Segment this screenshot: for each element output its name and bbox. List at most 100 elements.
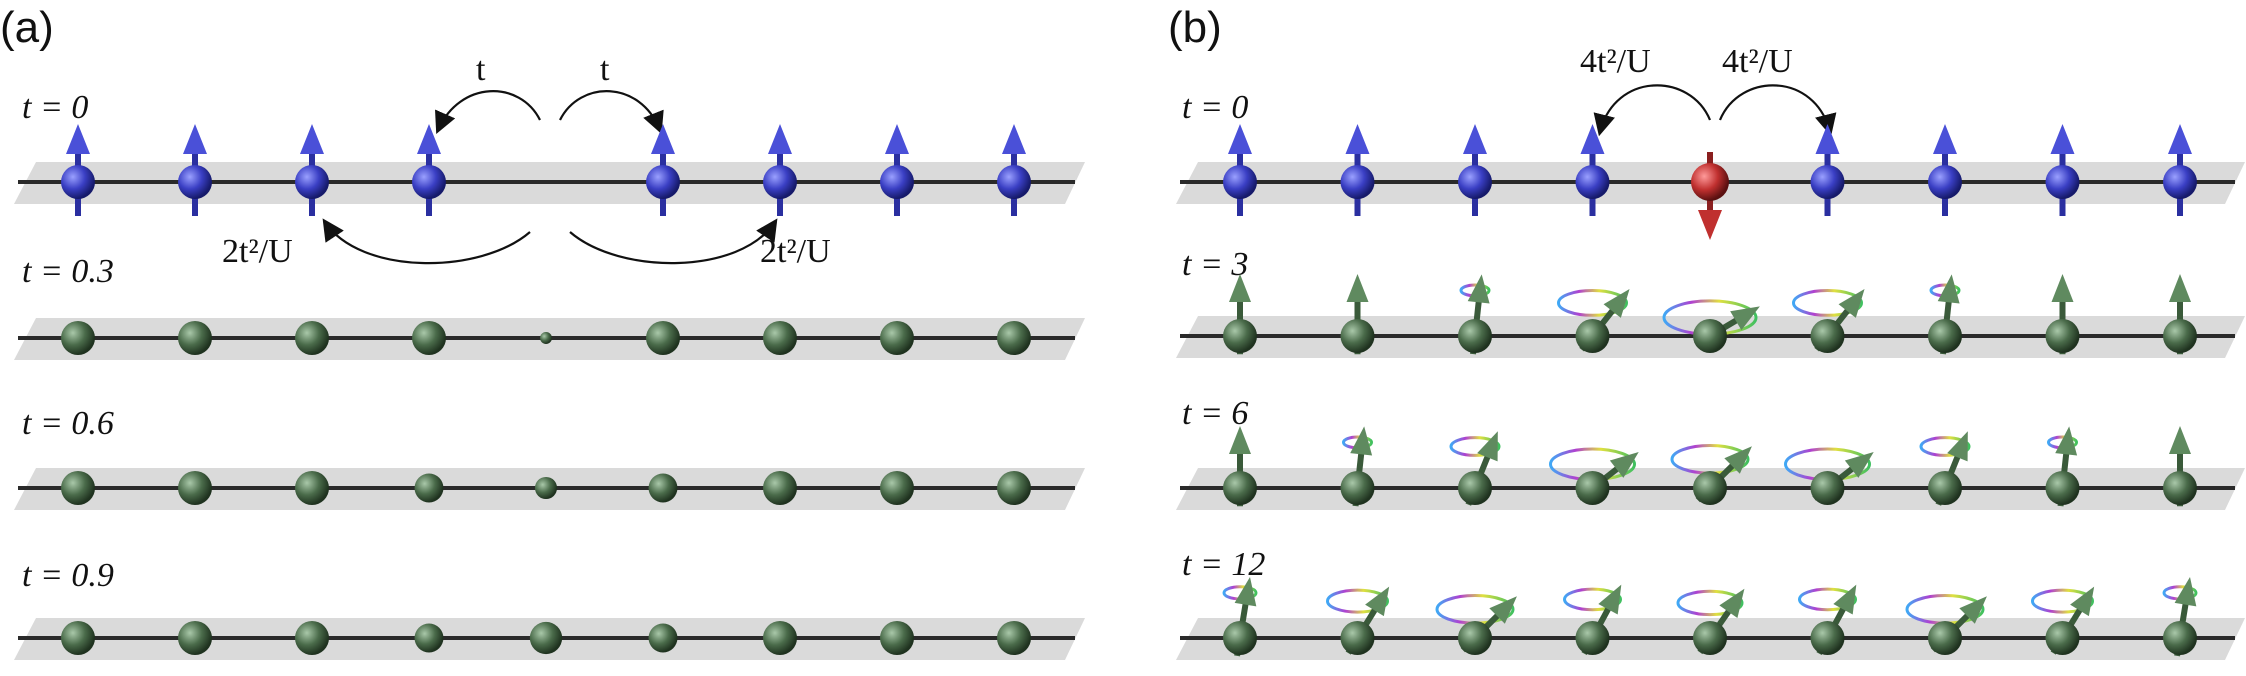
site-b-2-7-sphere <box>2045 471 2080 505</box>
site-b-3-0-sphere <box>1223 621 1257 655</box>
site-a-1-4 <box>540 332 552 344</box>
site-b-2-8-sphere <box>2163 471 2197 505</box>
site-a-0-0-sphere <box>61 165 95 199</box>
site-b-1-7-head <box>2051 274 2074 302</box>
site-b-1-1-head <box>1346 274 1369 302</box>
exchange-arrow-a-right <box>569 218 778 265</box>
site-b-3-7-head <box>2070 586 2095 617</box>
site-b-0-5-sphere <box>1810 165 1845 199</box>
site-b-3-7-sphere <box>2045 621 2080 655</box>
site-b-3-3-head <box>1598 584 1622 615</box>
time-label-a-3: t = 0.9 <box>22 557 114 594</box>
site-a-0-8-sphere <box>997 165 1031 199</box>
site-a-3-3 <box>414 623 444 653</box>
exchange-label-b-left: 4t²/U <box>1580 43 1651 80</box>
site-a-2-8 <box>997 471 1031 505</box>
site-a-0-1-sphere <box>178 165 212 199</box>
site-a-3-6 <box>763 621 797 655</box>
panel-label-a: (a) <box>0 3 54 52</box>
site-b-3-2-head <box>1489 596 1517 624</box>
site-a-2-6 <box>763 471 797 505</box>
site-a-0-1-head <box>183 124 207 154</box>
site-b-3-1-head <box>1365 586 1390 617</box>
site-b-3-4-head <box>1719 588 1745 618</box>
site-b-2-5-sphere <box>1810 471 1845 505</box>
site-b-0-2-sphere <box>1458 165 1492 199</box>
site-b-2-0-head <box>1229 426 1251 454</box>
time-label-b-3: t = 12 <box>1182 546 1265 583</box>
time-label-b-0: t = 0 <box>1182 89 1248 126</box>
site-b-0-4-sphere <box>1691 163 1729 201</box>
time-label-b-2: t = 6 <box>1182 395 1248 432</box>
site-b-0-6-head <box>1933 124 1957 154</box>
site-a-1-7 <box>880 321 914 355</box>
site-b-3-2-sphere <box>1458 621 1492 655</box>
site-b-2-4-head <box>1724 446 1752 474</box>
site-b-2-4-sphere <box>1693 471 1727 505</box>
site-b-1-3-head <box>1603 289 1630 318</box>
site-b-3-6-head <box>1959 596 1987 624</box>
site-a-1-3 <box>412 321 446 355</box>
site-a-1-5 <box>646 321 680 355</box>
site-b-1-5-ring <box>1792 289 1863 317</box>
site-b-3-8-sphere <box>2163 621 2197 655</box>
site-a-2-3 <box>414 473 444 503</box>
site-b-1-1-sphere <box>1340 319 1375 353</box>
site-a-0-2-head <box>300 124 324 154</box>
site-a-3-2 <box>295 621 329 655</box>
site-b-3-3-ring <box>1563 587 1622 612</box>
site-b-3-1-sphere <box>1340 621 1375 655</box>
time-label-a-1: t = 0.3 <box>22 253 114 290</box>
site-b-1-0-head <box>1229 274 1251 302</box>
site-b-1-8-sphere <box>2163 319 2197 353</box>
site-b-2-2-sphere <box>1458 471 1492 505</box>
panel-label-b: (b) <box>1168 3 1222 52</box>
site-a-2-5 <box>648 473 678 503</box>
site-b-2-3-sphere <box>1575 471 1610 505</box>
site-b-0-1-head <box>1345 124 1370 154</box>
site-a-1-1 <box>178 321 212 355</box>
site-b-2-7-head <box>2055 426 2078 456</box>
site-a-3-0 <box>61 621 95 655</box>
site-b-1-3-sphere <box>1575 319 1610 353</box>
site-b-2-2-ring <box>1449 436 1501 457</box>
site-b-3-5-head <box>1833 584 1857 615</box>
site-a-0-7-head <box>885 124 909 154</box>
site-b-0-3-head <box>1580 124 1605 154</box>
site-a-2-0 <box>61 471 95 505</box>
hop-arrow-left <box>435 90 541 135</box>
site-b-2-1-head <box>1350 426 1373 456</box>
site-b-0-0-head <box>1228 124 1252 154</box>
site-b-2-8-head <box>2169 426 2191 454</box>
exchange-label-b-right: 4t²/U <box>1722 43 1793 80</box>
site-b-0-5-head <box>1815 124 1840 154</box>
site-a-3-5 <box>648 623 678 653</box>
site-b-0-2-head <box>1463 124 1487 154</box>
site-a-0-0-head <box>66 124 90 154</box>
site-a-1-6 <box>763 321 797 355</box>
site-a-1-8 <box>997 321 1031 355</box>
site-a-2-7 <box>880 471 914 505</box>
site-b-0-7-sphere <box>2045 165 2080 199</box>
site-b-0-4-head <box>1698 210 1722 240</box>
exchange-label-a-right: 2t²/U <box>760 233 831 270</box>
site-b-2-1-sphere <box>1340 471 1375 505</box>
site-b-1-5-sphere <box>1810 319 1845 353</box>
site-b-0-7-head <box>2050 124 2075 154</box>
site-a-3-4 <box>529 621 563 655</box>
site-b-1-2-head <box>1467 274 1490 304</box>
site-b-0-8-head <box>2168 124 2192 154</box>
site-b-3-3-sphere <box>1575 621 1610 655</box>
site-b-3-0-head <box>1234 576 1257 607</box>
site-a-0-2-sphere <box>295 165 329 199</box>
exchange-arrow-b-left <box>1593 84 1712 137</box>
site-b-0-0-sphere <box>1223 165 1257 199</box>
site-b-1-6-head <box>1937 274 1960 304</box>
site-b-1-0-sphere <box>1223 319 1257 353</box>
site-a-3-8 <box>997 621 1031 655</box>
site-a-1-0 <box>61 321 95 355</box>
rows <box>14 124 2245 660</box>
site-b-1-4-head <box>1730 306 1760 331</box>
site-a-0-5-sphere <box>646 165 680 199</box>
